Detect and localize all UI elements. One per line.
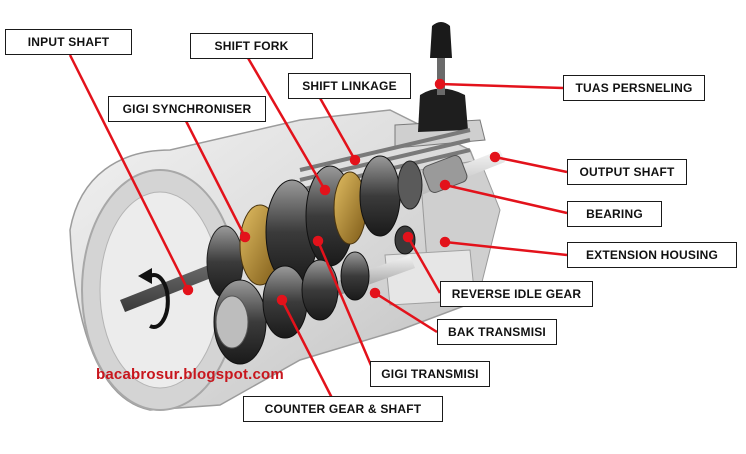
label-shift-linkage: SHIFT LINKAGE <box>288 73 411 99</box>
rotation-arrow-icon <box>138 268 170 329</box>
leader-lines <box>68 54 568 399</box>
label-gigi-transmisi: GIGI TRANSMISI <box>370 361 490 387</box>
label-extension-housing: EXTENSION HOUSING <box>567 242 737 268</box>
label-counter-gear-shaft: COUNTER GEAR & SHAFT <box>243 396 443 422</box>
label-tuas-persneling: TUAS PERSNELING <box>563 75 705 101</box>
label-shift-fork: SHIFT FORK <box>190 33 313 59</box>
label-input-shaft: INPUT SHAFT <box>5 29 132 55</box>
watermark-text: bacabrosur.blogspot.com <box>96 366 284 383</box>
label-output-shaft: OUTPUT SHAFT <box>567 159 687 185</box>
label-reverse-idle-gear: REVERSE IDLE GEAR <box>440 281 593 307</box>
label-bearing: BEARING <box>567 201 662 227</box>
label-bak-transmisi: BAK TRANSMISI <box>437 319 557 345</box>
label-gigi-synchroniser: GIGI SYNCHRONISER <box>108 96 266 122</box>
